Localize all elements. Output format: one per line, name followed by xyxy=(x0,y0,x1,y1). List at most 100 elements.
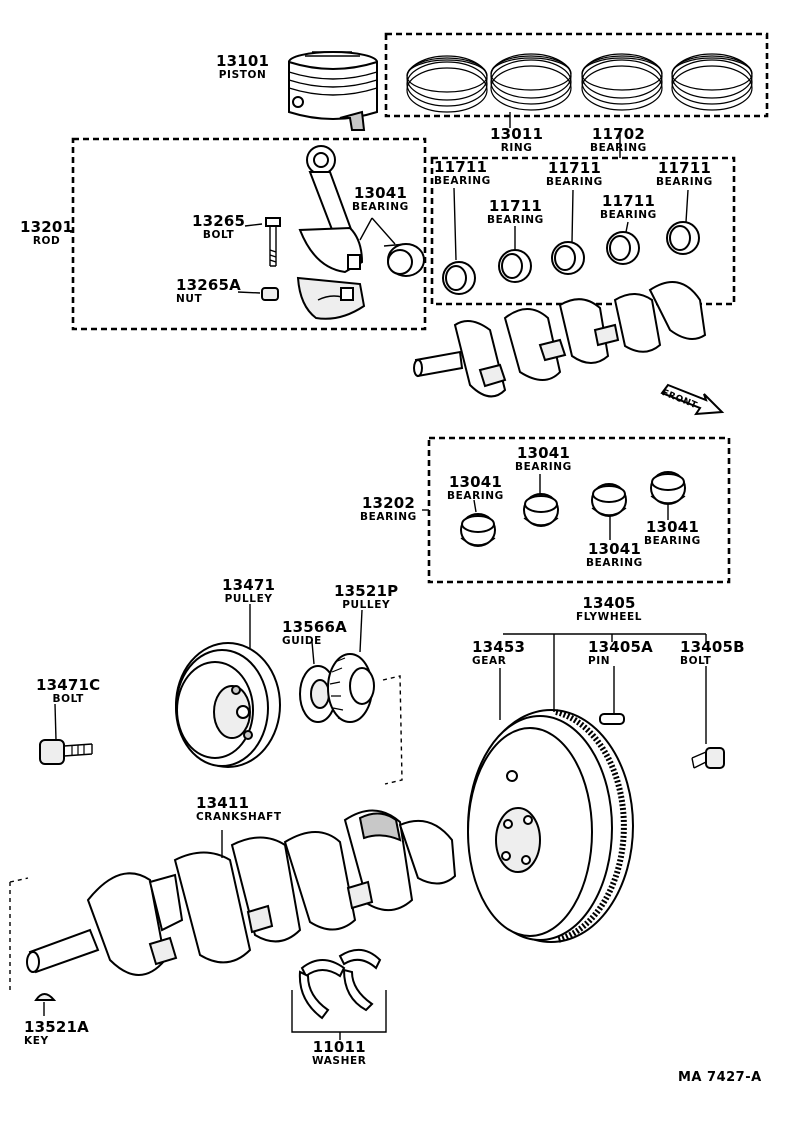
guide-drawing xyxy=(299,665,337,723)
part-name: WASHER xyxy=(312,1055,367,1067)
part-name: BEARING xyxy=(600,209,657,221)
part-number: 13265A xyxy=(176,276,241,294)
flywheel-bolt-drawing xyxy=(691,747,725,769)
timing-pulley-drawing xyxy=(327,653,375,723)
part-name: CRANKSHAFT xyxy=(196,811,282,823)
part-name: GUIDE xyxy=(282,635,322,647)
part-name: BEARING xyxy=(546,176,603,188)
rod-nut-drawing xyxy=(261,287,279,301)
part-number: 11711 xyxy=(434,158,488,176)
part-number: 11711 xyxy=(488,197,543,215)
part-name: BEARING xyxy=(447,490,504,502)
part-name: ROD xyxy=(32,235,61,247)
part-name: BOLT xyxy=(52,693,84,705)
diagram-code: MA 7427-A xyxy=(678,1070,762,1085)
part-name: BEARING xyxy=(590,142,647,154)
label-rod-bolt: 13265 BOLT xyxy=(192,214,245,241)
label-bearing-13041-b: 13041 BEARING xyxy=(515,446,572,473)
flywheel-drawing xyxy=(467,709,634,943)
part-name: BEARING xyxy=(487,214,544,226)
label-crank-pulley: 13471 PULLEY xyxy=(222,578,275,605)
part-number: 13521A xyxy=(24,1018,89,1036)
part-name: BEARING xyxy=(360,511,417,523)
label-bearing-11702: 11702 BEARING xyxy=(590,127,647,154)
pulley-bolt-drawing xyxy=(39,739,93,765)
label-timing-pulley: 13521P PULLEY xyxy=(334,584,398,611)
label-crankshaft: 13411 CRANKSHAFT xyxy=(196,796,282,823)
label-ring: 13011 RING xyxy=(490,127,543,154)
part-name: BEARING xyxy=(586,557,643,569)
part-number: 13011 xyxy=(490,125,544,143)
part-name: BEARING xyxy=(644,535,701,547)
label-piston: 13101 PISTON xyxy=(216,54,269,81)
rod-bolt-drawing xyxy=(265,217,281,267)
part-name: BEARING xyxy=(352,201,409,213)
rod-group-box xyxy=(71,137,427,331)
part-name: GEAR xyxy=(472,655,507,667)
part-number: 11702 xyxy=(591,125,646,143)
part-number: 13265 xyxy=(192,212,246,230)
label-guide: 13566A GUIDE xyxy=(282,620,347,647)
part-name: BEARING xyxy=(515,461,572,473)
label-rod-nut: 13265A NUT xyxy=(176,278,241,305)
rod-bearing-drawing xyxy=(383,243,425,277)
part-number: 13411 xyxy=(196,794,250,812)
flywheel-pin-drawing xyxy=(599,713,625,725)
part-name: PULLEY xyxy=(224,593,273,605)
upper-crankshaft-drawing xyxy=(413,281,707,398)
connecting-rod-drawing xyxy=(296,145,366,320)
label-flywheel-pin: 13405A PIN xyxy=(588,640,653,667)
part-name: PULLEY xyxy=(342,599,391,611)
part-number: 13405B xyxy=(680,638,745,656)
part-number: 13041 xyxy=(448,473,503,491)
part-number: 11711 xyxy=(547,159,602,177)
label-flywheel: 13405 FLYWHEEL xyxy=(576,596,642,623)
part-number: 13202 xyxy=(361,494,416,512)
part-number: 13201 xyxy=(20,218,74,236)
front-arrow-drawing xyxy=(660,383,725,416)
part-name: BEARING xyxy=(656,176,713,188)
part-name: BOLT xyxy=(680,655,712,667)
piston-drawing xyxy=(288,51,378,131)
label-washer: 11011 WASHER xyxy=(312,1040,366,1067)
label-bearing-13041-a: 13041 BEARING xyxy=(447,475,504,502)
lower-crankshaft-drawing xyxy=(26,809,457,976)
part-name: BOLT xyxy=(202,229,235,241)
lower-bearings-drawing xyxy=(460,471,686,547)
part-number: 13101 xyxy=(216,52,270,70)
part-number: 11711 xyxy=(601,192,656,210)
label-flywheel-bolt: 13405B BOLT xyxy=(680,640,745,667)
crank-pulley-drawing xyxy=(175,642,281,768)
label-bearing-13041-d: 13041 BEARING xyxy=(644,520,701,547)
label-rod: 13201 ROD xyxy=(20,220,73,247)
key-drawing xyxy=(34,993,57,1001)
part-name: PIN xyxy=(588,655,611,667)
label-pulley-bolt: 13471C BOLT xyxy=(36,678,100,705)
label-bearing-11711-e: 11711 BEARING xyxy=(656,161,713,188)
label-bearing-11711-a: 11711 BEARING xyxy=(434,160,491,187)
main-bearings-drawing xyxy=(442,221,700,295)
part-name: BEARING xyxy=(434,175,491,187)
part-name: NUT xyxy=(176,293,203,305)
part-number: 11711 xyxy=(657,159,712,177)
part-number: 11011 xyxy=(312,1038,366,1056)
part-number: 13041 xyxy=(587,540,642,558)
label-rod-bearing: 13041 BEARING xyxy=(352,186,409,213)
part-number: 13471 xyxy=(222,576,276,594)
part-number: 13405A xyxy=(588,638,653,656)
bearing-13202-group-box xyxy=(427,436,731,584)
ring-group-box xyxy=(384,32,769,118)
label-bearing-11711-c: 11711 BEARING xyxy=(546,161,603,188)
part-name: FLYWHEEL xyxy=(576,611,643,623)
part-name: PISTON xyxy=(218,69,267,81)
part-number: 13566A xyxy=(282,618,347,636)
label-ring-gear: 13453 GEAR xyxy=(472,640,525,667)
label-bearing-13202: 13202 BEARING xyxy=(360,496,417,523)
label-bearing-13041-c: 13041 BEARING xyxy=(586,542,643,569)
part-number: 13453 xyxy=(472,638,526,656)
part-number: 13041 xyxy=(645,518,700,536)
part-number: 13521P xyxy=(334,582,399,600)
label-key: 13521A KEY xyxy=(24,1020,89,1047)
